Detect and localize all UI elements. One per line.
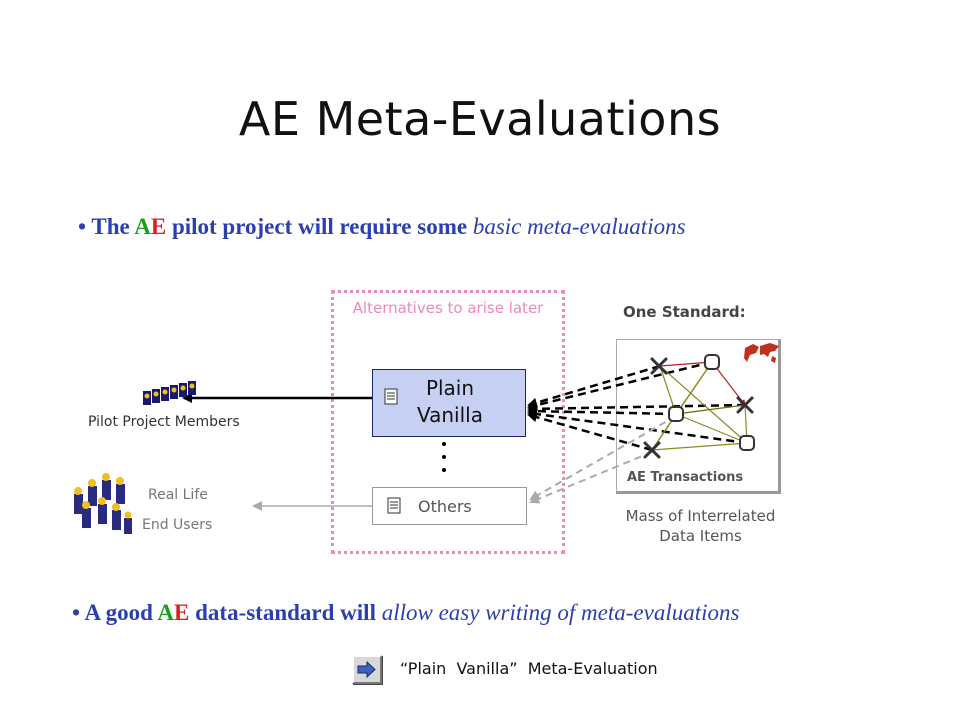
bullet1-lead: • The [78, 214, 135, 239]
mass-label: Mass of Interrelated Data Items [625, 507, 776, 545]
bullet1-mid: pilot project will require some [166, 214, 473, 239]
tool-icon [736, 396, 754, 414]
people-icon [143, 381, 196, 405]
dashed-arrows-to-plain-vanilla [527, 360, 748, 452]
bullet2-mid: data-standard will [189, 600, 382, 625]
one-standard-label: One Standard: [623, 303, 746, 321]
tool-icon [643, 441, 661, 459]
node-icon [704, 354, 720, 370]
others-label: Others [418, 497, 472, 516]
arrow-right-icon [357, 660, 376, 679]
document-icon [384, 388, 398, 405]
bullet-good-standard: • A good AE data-standard will allow eas… [72, 600, 739, 626]
document-icon [387, 497, 401, 514]
bullet1-italic: basic meta-evaluations [472, 214, 686, 239]
bullet2-italic: allow easy writing of meta-evaluations [381, 600, 740, 625]
world-map-icon [744, 343, 779, 363]
bullet-pilot-requirement: • The AE pilot project will require some… [78, 214, 686, 240]
next-slide-button[interactable] [352, 655, 382, 684]
transaction-network [651, 359, 748, 451]
node-icon [739, 435, 755, 451]
plain-vanilla-link[interactable]: “Plain Vanilla” Meta-Evaluation [400, 659, 658, 678]
bullet1-ae-e: E [150, 214, 167, 239]
one-standard-box [616, 339, 781, 494]
bullet2-lead: • A good [72, 600, 158, 625]
bullet2-ae-a: A [157, 600, 175, 625]
people-icon [74, 473, 132, 534]
ae-transactions-label: AE Transactions [627, 470, 744, 485]
slide-title: AE Meta-Evaluations [238, 92, 722, 146]
end-users-label: End Users [142, 517, 213, 533]
dashed-arrows-to-others [529, 415, 677, 504]
plain-vanilla-label: Plain Vanilla [417, 376, 483, 427]
ellipsis-dots [442, 442, 446, 472]
tool-icon [650, 357, 668, 375]
plain-vanilla-box[interactable] [372, 369, 526, 437]
pilot-members-label: Pilot Project Members [88, 414, 240, 430]
real-life-label: Real Life [148, 487, 208, 503]
bullet2-ae-e: E [174, 600, 190, 625]
bullet1-ae-a: A [134, 214, 151, 239]
alternatives-region [331, 290, 565, 554]
node-icon [668, 406, 684, 422]
alternatives-label: Alternatives to arise later [352, 299, 544, 317]
